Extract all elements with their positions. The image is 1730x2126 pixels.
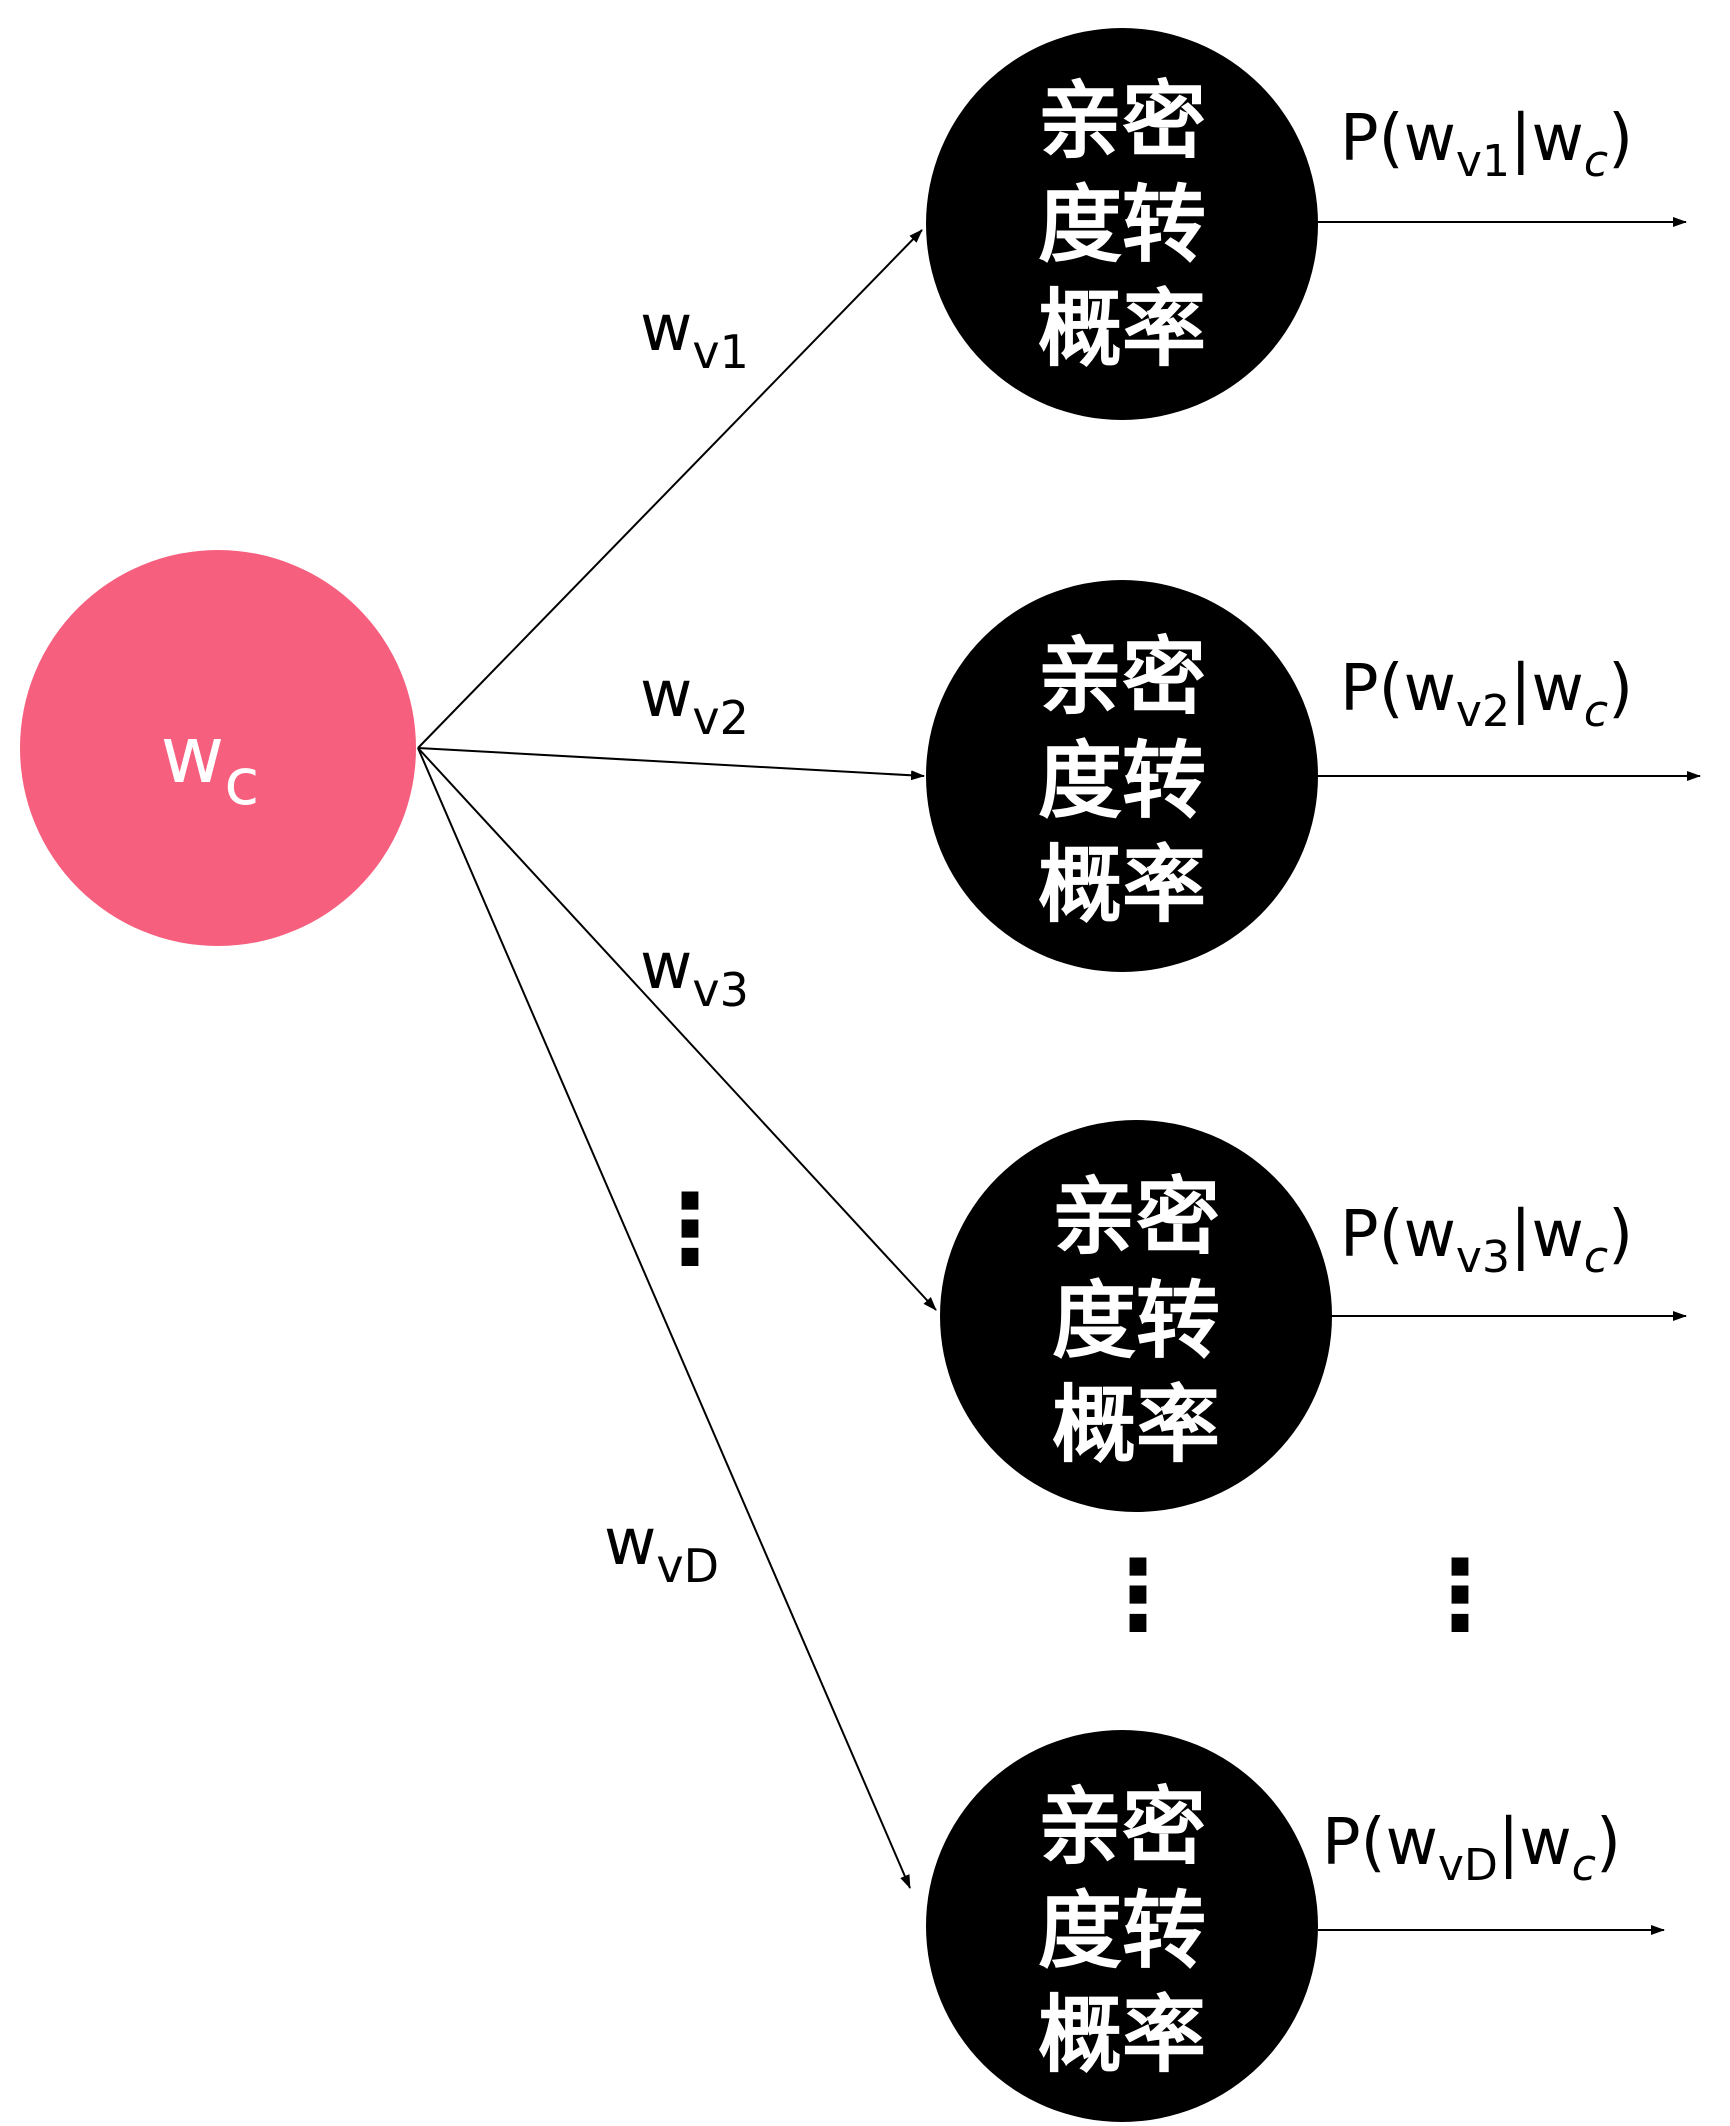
output-v1-sub1: v1 xyxy=(1456,136,1510,187)
edge-label-v3-sub: v3 xyxy=(692,963,749,1017)
target-node-v2 xyxy=(926,580,1318,972)
source-node-label: wc xyxy=(161,711,260,820)
output-vD-prefix: P(w xyxy=(1322,1806,1438,1880)
output-v3-suffix: ) xyxy=(1608,1198,1633,1272)
edge-vD-line xyxy=(417,747,911,1889)
edge-v3-line xyxy=(417,747,937,1311)
output-v3-sub1: v3 xyxy=(1456,1232,1510,1283)
target-node-v3-line3: 概率 xyxy=(1052,1376,1220,1474)
target-node-v3 xyxy=(940,1120,1332,1512)
output-v3-prefix: P(w xyxy=(1340,1198,1456,1272)
target-node-v1 xyxy=(926,28,1318,420)
output-v2-suffix: ) xyxy=(1608,652,1633,726)
target-node-v1-line2: 度转 xyxy=(1038,176,1206,274)
output-v1-sub2: c xyxy=(1584,136,1608,187)
target-node-vD-line3: 概率 xyxy=(1038,1986,1206,2084)
output-vD-sub1: vD xyxy=(1438,1840,1498,1891)
edge-label-v3: wv3 xyxy=(640,930,749,1017)
target-node-v3-line1: 亲密 xyxy=(1052,1168,1220,1266)
target-node-vD-line1: 亲密 xyxy=(1038,1778,1206,1876)
target-node-v2-line2: 度转 xyxy=(1038,732,1206,830)
output-v1-prefix: P(w xyxy=(1340,102,1456,176)
edge-label-v1-main: w xyxy=(640,292,692,366)
source-node xyxy=(20,550,416,946)
output-v2-prefix: P(w xyxy=(1340,652,1456,726)
output-label-v1: P(wv1|wc) xyxy=(1340,102,1633,187)
edge-label-v1: wv1 xyxy=(640,292,749,379)
output-v2-mid: |w xyxy=(1510,652,1584,726)
output-v2-sub1: v2 xyxy=(1456,686,1510,737)
ellipsis-nodes: ⋮ xyxy=(1090,1539,1186,1651)
target-node-vD-line2: 度转 xyxy=(1038,1882,1206,1980)
output-v2-sub2: c xyxy=(1584,686,1608,737)
output-v1-suffix: ) xyxy=(1608,102,1633,176)
edge-label-v2: wv2 xyxy=(640,658,749,745)
edge-label-v1-sub: v1 xyxy=(692,325,749,379)
output-vD-suffix: ) xyxy=(1596,1806,1621,1880)
edge-v1-line xyxy=(417,229,923,749)
edge-label-vD: wvD xyxy=(604,1506,719,1593)
target-node-v1-line3: 概率 xyxy=(1038,280,1206,378)
output-label-v3: P(wv3|wc) xyxy=(1340,1198,1633,1283)
edge-v2-line xyxy=(417,747,925,781)
target-node-v3-line2: 度转 xyxy=(1052,1272,1220,1370)
target-node-v2-line3: 概率 xyxy=(1038,836,1206,934)
output-v3-sub2: c xyxy=(1584,1232,1608,1283)
source-node-sub: c xyxy=(224,746,259,820)
output-label-v2: P(wv2|wc) xyxy=(1340,652,1633,737)
edge-label-vD-main: w xyxy=(604,1506,656,1580)
ellipsis-edges: ⋮ xyxy=(642,1173,738,1285)
source-node-main: w xyxy=(161,711,225,801)
output-vD-sub2: c xyxy=(1572,1840,1596,1891)
target-node-vD xyxy=(926,1730,1318,2122)
edge-label-v2-sub: v2 xyxy=(692,691,749,745)
target-node-v1-line1: 亲密 xyxy=(1038,72,1206,170)
target-node-v2-line1: 亲密 xyxy=(1038,628,1206,726)
ellipsis-outputs: ⋮ xyxy=(1412,1539,1508,1651)
edge-label-v3-main: w xyxy=(640,930,692,1004)
edge-label-vD-sub: vD xyxy=(656,1539,719,1593)
output-v3-mid: |w xyxy=(1510,1198,1584,1272)
output-vD-mid: |w xyxy=(1498,1806,1572,1880)
edge-label-v2-main: w xyxy=(640,658,692,732)
output-label-vD: P(wvD|wc) xyxy=(1322,1806,1621,1891)
output-v1-mid: |w xyxy=(1510,102,1584,176)
